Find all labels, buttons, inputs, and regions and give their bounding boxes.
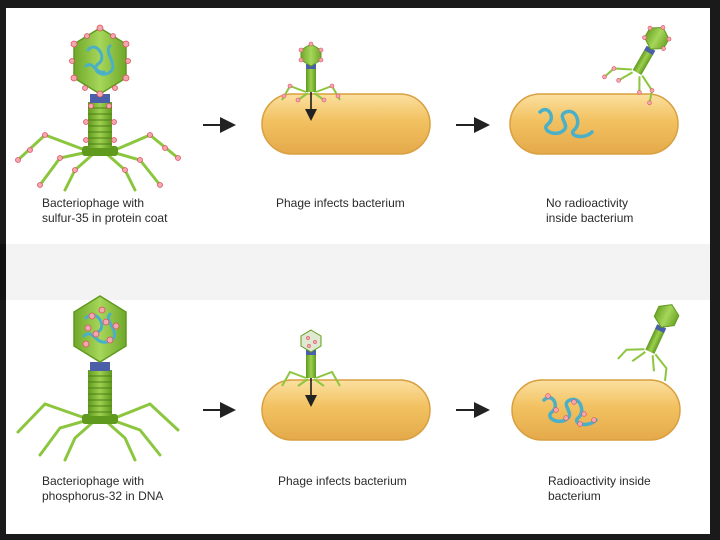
slide-frame-bottom xyxy=(0,534,720,540)
bacteriophage-icon xyxy=(16,295,180,462)
bacteriophage-icon xyxy=(15,24,181,192)
bacterium-icon xyxy=(511,379,681,441)
slide-frame-top xyxy=(0,0,720,8)
caption-sulfur-result: No radioactivity inside bacterium xyxy=(546,196,634,225)
slide-frame-right xyxy=(710,0,720,540)
divider-marker xyxy=(0,244,6,300)
panel-phosphorus xyxy=(16,295,681,462)
bacteriophage-icon xyxy=(281,41,341,121)
caption-phosphorus-result: Radioactivity inside bacterium xyxy=(548,474,651,503)
bacteriophage-icon xyxy=(602,25,672,106)
dna-strand-icon xyxy=(538,107,594,139)
panel-divider xyxy=(6,244,710,300)
bacterium-icon xyxy=(509,93,679,155)
dna-strand-icon xyxy=(542,393,598,427)
caption-sulfur-phage: Bacteriophage with sulfur-35 in protein … xyxy=(42,196,168,225)
caption-sulfur-infects: Phage infects bacterium xyxy=(276,196,405,210)
panel-sulfur xyxy=(15,24,679,192)
bacteriophage-icon xyxy=(281,329,341,407)
bacterium-icon xyxy=(261,93,431,155)
bacterium-icon xyxy=(261,379,431,441)
caption-phosphorus-infects: Phage infects bacterium xyxy=(278,474,407,488)
bacteriophage-icon xyxy=(617,304,680,381)
caption-phosphorus-phage: Bacteriophage with phosphorus-32 in DNA xyxy=(42,474,164,503)
